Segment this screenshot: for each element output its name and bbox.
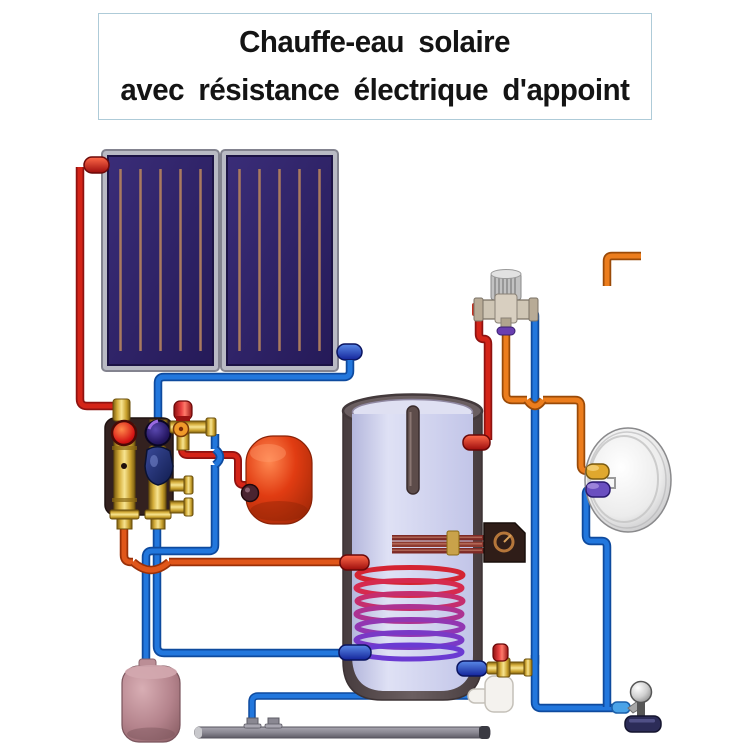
absorber-tubes (119, 169, 202, 351)
relief-valve-cap (492, 643, 509, 662)
expansion-vessel-pipe (178, 444, 250, 489)
solar-feed-pipe (119, 528, 344, 575)
temperature-sensor-well (406, 405, 420, 495)
main-water-inlet-valve (611, 680, 662, 733)
electric-heating-element (392, 530, 486, 556)
pressure-gauge-red (110, 419, 138, 447)
solar-panel-left (101, 149, 220, 372)
pump-station (104, 398, 217, 530)
mixed-water-pipe (501, 331, 592, 476)
title-box: Chauffe-eau solaire avec résistance élec… (98, 13, 652, 120)
valve-handle-knob (629, 680, 653, 704)
expansion-line-pipe (141, 434, 225, 664)
solar-expansion-vessel (240, 435, 313, 525)
heat-exchanger-coil (353, 565, 466, 662)
cold-inlet-port (456, 660, 488, 677)
drain-pipe (194, 717, 491, 739)
point-of-use-basin (584, 427, 672, 533)
solar-return-pipe (153, 360, 355, 422)
safety-relief-group (467, 643, 533, 713)
thermostatic-mixing-valve (472, 269, 539, 336)
solar-panel-right (220, 149, 339, 372)
stray-pipe-elbow (602, 251, 641, 286)
pressure-gauge-blue (144, 419, 172, 447)
tank-hot-outlet-port (462, 434, 491, 451)
circulation-pump (144, 446, 174, 486)
pump-to-coil-pipe (152, 529, 342, 658)
coil-return-port (338, 644, 372, 661)
title-line-1: Chauffe-eau solaire (239, 23, 511, 59)
coil-inlet-port (339, 554, 370, 571)
sanitary-expansion-vessel (121, 658, 181, 743)
panel-hot-outlet-fitting (83, 156, 110, 174)
absorber-tubes (238, 169, 321, 351)
safety-drain-line (248, 692, 477, 722)
hot-water-pipe (474, 313, 493, 440)
panel-cold-inlet-fitting (336, 343, 363, 361)
title-line-2: avec résistance électrique d'appoint (120, 71, 630, 107)
valve-knob (490, 269, 522, 279)
element-thermostat-dial (493, 531, 515, 553)
vessel-connection-knob (240, 483, 260, 503)
element-thermostat-housing (483, 522, 526, 563)
solar-hot-pipe (75, 167, 120, 411)
